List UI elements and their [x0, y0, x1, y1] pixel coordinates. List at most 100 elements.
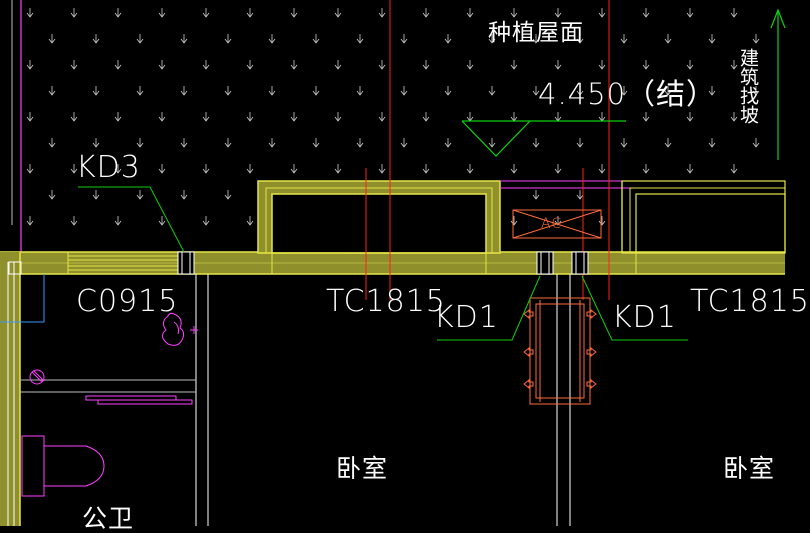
public-toilet-label: 公卫 — [82, 504, 135, 533]
hatch-arrow — [576, 190, 584, 200]
hatch-arrow — [290, 164, 298, 174]
hatch-arrow — [26, 164, 34, 174]
hatch-arrow — [598, 216, 606, 226]
roof-planting-hatch — [26, 8, 760, 226]
hatch-arrow — [422, 164, 430, 174]
shaft-arrow — [523, 308, 534, 320]
hatch-arrow — [686, 164, 694, 174]
hatch-arrow — [686, 112, 694, 122]
hatch-arrow — [576, 34, 584, 44]
window-c0915 — [67, 252, 178, 274]
hatch-arrow — [444, 138, 452, 148]
hatch-arrow — [664, 34, 672, 44]
tc1815-left-label: TC1815 — [326, 284, 446, 319]
hatch-arrow — [334, 8, 342, 18]
hatch-arrow — [136, 138, 144, 148]
hatch-arrow — [488, 34, 496, 44]
hatch-arrow — [488, 138, 496, 148]
hatch-arrow — [664, 138, 672, 148]
shaft-arrow — [586, 378, 597, 390]
hatch-arrow — [312, 34, 320, 44]
hatch-arrow — [554, 8, 562, 18]
hatch-arrow — [246, 164, 254, 174]
hatch-arrow — [598, 8, 606, 18]
hatch-arrow — [114, 60, 122, 70]
hatch-arrow — [620, 86, 628, 96]
parapet-left — [257, 180, 501, 274]
hatch-arrow — [158, 60, 166, 70]
hatch-arrow — [158, 164, 166, 174]
hatch-arrow — [268, 86, 276, 96]
hatch-arrow — [356, 138, 364, 148]
hatch-arrow — [268, 138, 276, 148]
hatch-arrow — [378, 8, 386, 18]
hatch-arrow — [202, 216, 210, 226]
kd3-label: KD3 — [76, 150, 141, 185]
hatch-arrow — [92, 34, 100, 44]
hatch-arrow — [510, 112, 518, 122]
kd3-opening — [177, 251, 195, 275]
hatch-arrow — [180, 190, 188, 200]
parapet-right — [500, 180, 786, 274]
hatch-arrow — [48, 86, 56, 96]
hatch-arrow — [224, 86, 232, 96]
hatch-arrow — [752, 138, 760, 148]
hatch-arrow — [752, 34, 760, 44]
hatch-arrow — [598, 60, 606, 70]
triangle-elevation-marker — [461, 120, 626, 157]
hatch-arrow — [708, 138, 716, 148]
hatch-arrow — [180, 86, 188, 96]
pipe-shaft — [529, 297, 591, 405]
hatch-arrow — [488, 86, 496, 96]
hatch-arrow — [708, 34, 716, 44]
hatch-arrow — [48, 138, 56, 148]
toilet-fixture — [21, 312, 198, 497]
hatch-arrow — [466, 60, 474, 70]
shaft-arrow — [586, 346, 597, 358]
up-arrow-glyph — [770, 8, 786, 160]
hatch-arrow — [378, 112, 386, 122]
hatch-arrow — [422, 60, 430, 70]
hatch-arrow — [554, 164, 562, 174]
hatch-arrow — [708, 86, 716, 96]
c0915-label: C0915 — [76, 284, 179, 319]
hatch-arrow — [48, 34, 56, 44]
hatch-arrow — [642, 112, 650, 122]
hatch-arrow — [26, 112, 34, 122]
hatch-arrow — [664, 86, 672, 96]
hatch-arrow — [246, 8, 254, 18]
hatch-arrow — [730, 60, 738, 70]
hatch-arrow — [400, 34, 408, 44]
hatch-arrow — [114, 164, 122, 174]
hatch-arrow — [356, 34, 364, 44]
hatch-arrow — [224, 34, 232, 44]
hatch-arrow — [180, 138, 188, 148]
hatch-arrow — [510, 8, 518, 18]
bedroom-left-label: 卧室 — [336, 454, 389, 483]
hatch-arrow — [378, 164, 386, 174]
hatch-arrow — [532, 138, 540, 148]
tc1815-right-label: TC1815 — [690, 284, 810, 319]
hatch-arrow — [136, 86, 144, 96]
ac-unit — [512, 209, 602, 239]
hatch-arrow — [70, 164, 78, 174]
hatch-arrow — [268, 34, 276, 44]
hatch-arrow — [290, 8, 298, 18]
shaft-arrow — [586, 308, 597, 320]
ac-label: AC — [541, 216, 563, 232]
left-wall — [0, 252, 20, 526]
hatch-arrow — [510, 60, 518, 70]
hatch-arrow — [246, 112, 254, 122]
hatch-arrow — [26, 216, 34, 226]
hatch-arrow — [422, 112, 430, 122]
hatch-arrow — [642, 8, 650, 18]
hatch-arrow — [730, 8, 738, 18]
hatch-arrow — [70, 60, 78, 70]
hatch-arrow — [136, 190, 144, 200]
hatch-arrow — [598, 112, 606, 122]
hatch-arrow — [290, 112, 298, 122]
hatch-arrow — [642, 60, 650, 70]
hatch-arrow — [70, 216, 78, 226]
elevation-label: 4.450（结） — [538, 77, 717, 111]
hatch-arrow — [224, 138, 232, 148]
